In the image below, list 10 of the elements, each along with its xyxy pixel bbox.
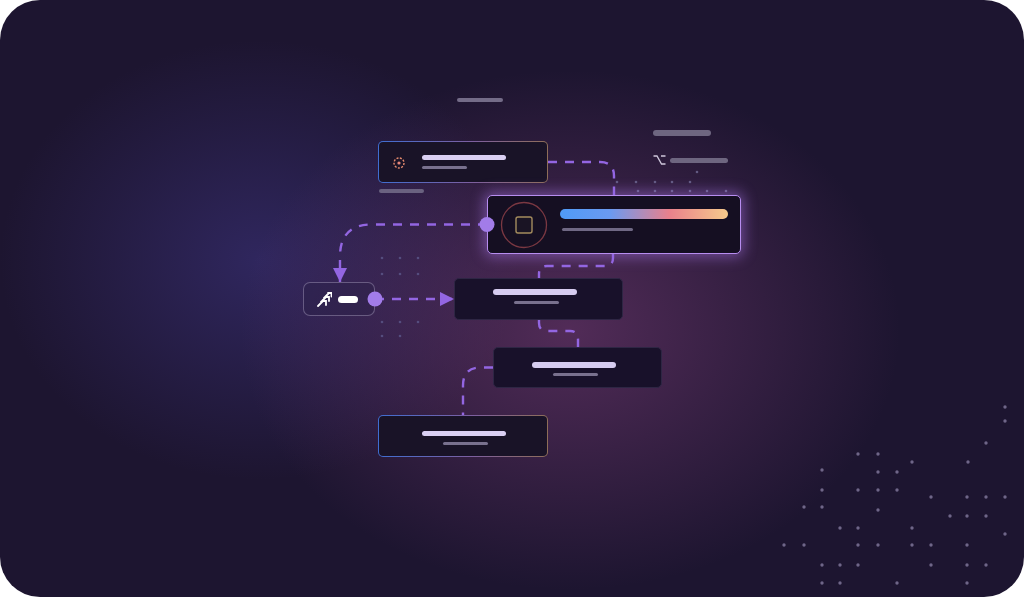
trigger-chip	[303, 282, 375, 316]
workflow-card	[378, 415, 548, 457]
dashed-connector	[333, 217, 495, 282]
dashed-connector	[367, 291, 454, 307]
workflow-card	[454, 278, 623, 320]
dashed-connector	[548, 160, 616, 195]
workflow-card	[493, 347, 662, 388]
dashed-connector	[461, 366, 493, 415]
highlighted-card	[487, 195, 741, 254]
workflow-card	[378, 141, 548, 183]
